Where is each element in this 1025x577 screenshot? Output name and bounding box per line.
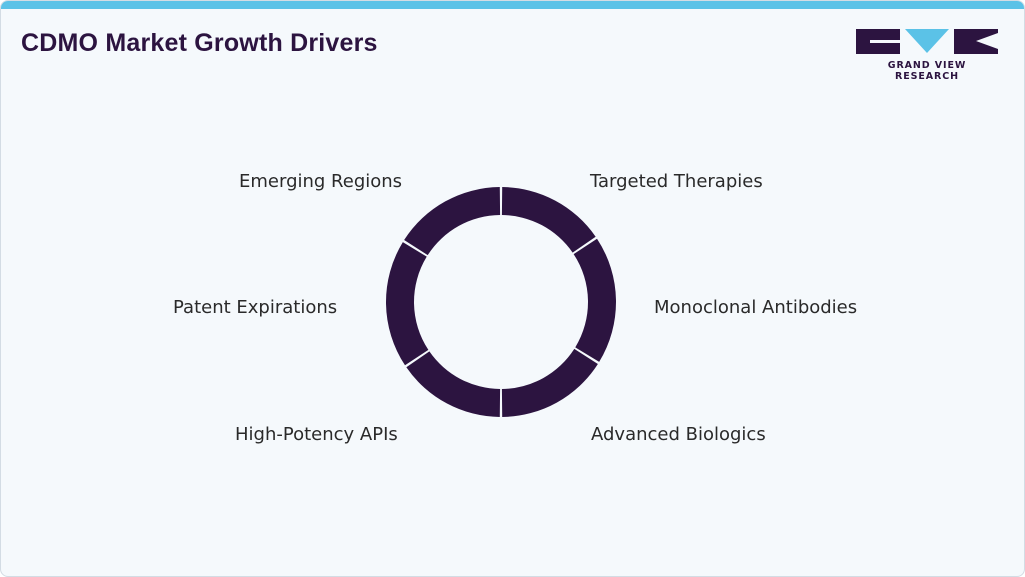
driver-label-advanced-biologics: Advanced Biologics: [591, 424, 766, 445]
driver-label-monoclonal-antibodies: Monoclonal Antibodies: [654, 297, 858, 318]
logo-text: GRAND VIEW RESEARCH: [887, 60, 967, 82]
page-title: CDMO Market Growth Drivers: [21, 29, 378, 57]
driver-label-patent-expirations: Patent Expirations: [173, 297, 338, 318]
accent-bar: [1, 1, 1024, 9]
logo-mark-icon: [856, 29, 998, 54]
ring-segment-monoclonal-antibodies: [573, 238, 616, 362]
ring-segment-high-potency-apis: [406, 351, 501, 417]
ring-segment-advanced-biologics: [501, 348, 598, 417]
ring-segment-targeted-therapies: [501, 187, 596, 253]
driver-label-high-potency-apis: High-Potency APIs: [235, 424, 398, 445]
driver-label-emerging-regions: Emerging Regions: [239, 171, 403, 192]
ring-segment-patent-expirations: [386, 242, 429, 366]
ring-segment-emerging-regions: [404, 187, 501, 256]
brand-logo: GRAND VIEW RESEARCH: [856, 29, 998, 82]
driver-label-targeted-therapies: Targeted Therapies: [590, 171, 763, 192]
